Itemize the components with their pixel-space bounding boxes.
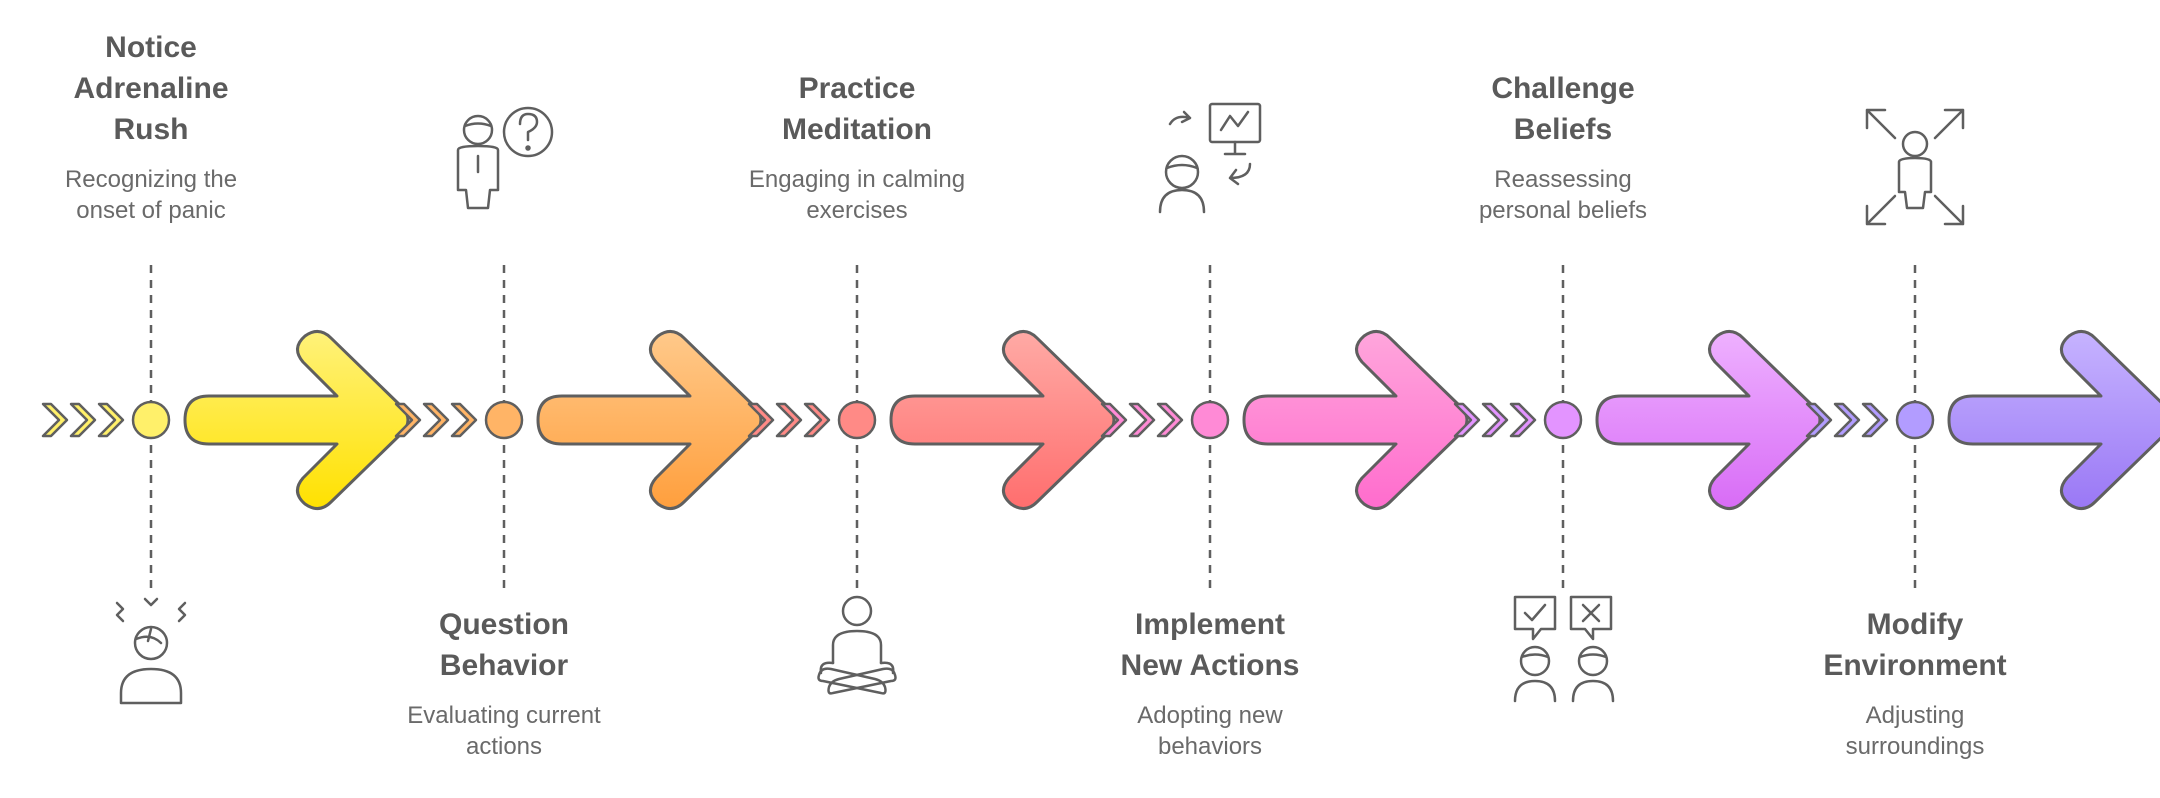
chevron-icon	[450, 402, 478, 438]
step-description-line: actions	[465, 733, 543, 760]
step-description-line: Recognizing the	[64, 166, 238, 193]
step-2-graphic	[394, 106, 763, 590]
step-description-line: exercises	[806, 197, 908, 224]
step-description: Evaluating current actions	[354, 700, 654, 762]
meditating-person-icon	[817, 595, 897, 695]
step-description: Engaging in calming exercises	[707, 164, 1007, 226]
step-1-graphic	[41, 265, 410, 705]
step-description: Adopting new behaviors	[1060, 700, 1360, 762]
step-node-dot	[1895, 400, 1935, 440]
step-description-line: personal beliefs	[1478, 197, 1648, 224]
step-description-line: behaviors	[1157, 733, 1263, 760]
step-description: Recognizing the onset of panic	[1, 164, 301, 226]
chevron-icon	[1156, 402, 1184, 438]
person-expand-icon	[1865, 108, 1965, 226]
step-description: Reassessing personal beliefs	[1413, 164, 1713, 226]
step-description-line: onset of panic	[76, 197, 226, 224]
step-description-line: Adjusting	[1865, 702, 1965, 729]
chevron-icon	[1805, 402, 1833, 438]
step-6-graphic	[1805, 108, 2160, 590]
step-title-line: Notice	[105, 31, 197, 64]
step-title-line: Behavior	[439, 649, 569, 682]
chevron-icon	[775, 402, 803, 438]
step-node-dot	[1190, 400, 1230, 440]
people-debate-icon	[1513, 595, 1615, 703]
chevron-icon	[803, 402, 831, 438]
step-arrow	[889, 330, 1116, 510]
step-node-dot	[484, 400, 524, 440]
step-node-dot	[837, 400, 877, 440]
step-title-line: Adrenaline	[73, 72, 229, 105]
step-description-line: surroundings	[1845, 733, 1985, 760]
step-arrow	[536, 330, 763, 510]
step-3-graphic	[747, 265, 1116, 695]
step-arrow	[1595, 330, 1822, 510]
step-title-line: Modify	[1866, 608, 1964, 641]
step-description: Adjusting surroundings	[1765, 700, 2065, 762]
chevron-icon	[1453, 402, 1481, 438]
step-5-graphic	[1453, 265, 1822, 703]
chevron-icon	[1833, 402, 1861, 438]
step-title-line: Beliefs	[1513, 113, 1613, 146]
step-title-line: Environment	[1823, 649, 2007, 682]
person-presentation-icon	[1158, 102, 1262, 214]
step-title-line: New Actions	[1120, 649, 1300, 682]
step-title-line: Meditation	[782, 113, 932, 146]
step-node-dot	[131, 400, 171, 440]
step-title-line: Question	[438, 608, 569, 641]
step-node-dot	[1543, 400, 1583, 440]
stressed-person-icon	[115, 597, 187, 705]
chevron-icon	[69, 402, 97, 438]
step-4-graphic	[1100, 102, 1469, 590]
chevron-icon	[1128, 402, 1156, 438]
chevron-icon	[1100, 402, 1128, 438]
chevron-icon	[41, 402, 69, 438]
step-title-line: Implement	[1134, 608, 1286, 641]
chevron-icon	[1861, 402, 1889, 438]
step-description-line: Reassessing	[1494, 166, 1632, 193]
chevron-icon	[1481, 402, 1509, 438]
chevron-icon	[394, 402, 422, 438]
chevron-icon	[1509, 402, 1537, 438]
chevron-icon	[747, 402, 775, 438]
step-description-line: Evaluating current	[407, 702, 601, 729]
person-question-icon	[456, 106, 554, 210]
step-description-line: Engaging in calming	[748, 166, 966, 193]
step-arrow	[1947, 330, 2160, 510]
step-arrow	[1242, 330, 1469, 510]
step-description-line: Adopting new	[1137, 702, 1283, 729]
step-title-line: Practice	[798, 72, 916, 105]
step-title-line: Rush	[113, 113, 189, 146]
chevron-icon	[97, 402, 125, 438]
chevron-icon	[422, 402, 450, 438]
step-arrow	[183, 330, 410, 510]
step-title-line: Challenge	[1491, 72, 1635, 105]
